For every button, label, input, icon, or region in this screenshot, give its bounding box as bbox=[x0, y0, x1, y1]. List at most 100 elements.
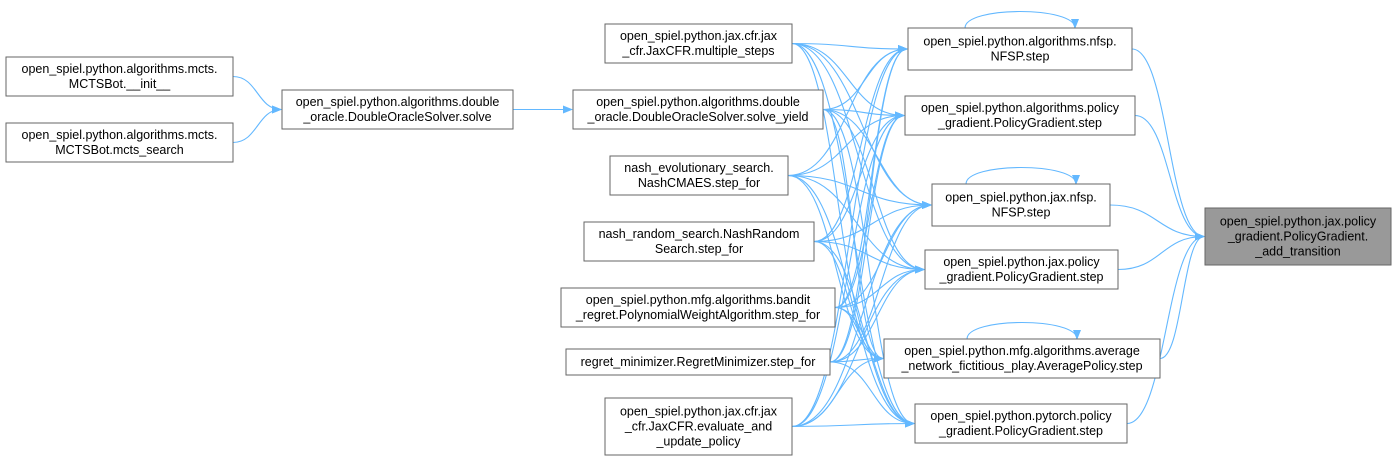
edge-bandit-to-torch_pg bbox=[834, 306, 915, 428]
node-box bbox=[931, 183, 1111, 227]
node-label-line: regret_minimizer.RegretMinimizer.step_fo… bbox=[581, 355, 816, 369]
edge-nfsp-to-nfsp bbox=[964, 11, 1079, 29]
node-box bbox=[281, 89, 514, 130]
node-label-line: open_spiel.python.algorithms.policy bbox=[921, 101, 1120, 115]
node-box bbox=[924, 249, 1119, 290]
node-box bbox=[907, 27, 1133, 71]
edge-jaxcfr_eval-to-jax_nfsp bbox=[791, 201, 932, 428]
node-label-line: open_spiel.python.mfg.algorithms.bandit bbox=[586, 293, 811, 307]
edge-jaxcfr_ms-to-pg bbox=[791, 42, 905, 120]
edge-nash_evo-to-pg bbox=[787, 111, 905, 177]
node-jaxcfr_eval[interactable]: open_spiel.python.jax.cfr.jax_cfr.JaxCFR… bbox=[604, 397, 793, 456]
node-box bbox=[565, 348, 831, 376]
node-box bbox=[560, 287, 836, 328]
node-mcts_search[interactable]: open_spiel.python.algorithms.mcts.MCTSBo… bbox=[5, 122, 234, 163]
edge-jaxcfr_eval-to-pg bbox=[791, 111, 905, 428]
edge-regret-to-pg bbox=[829, 111, 905, 363]
node-label-line: open_spiel.python.jax.policy bbox=[943, 255, 1100, 269]
edge-mcts_init-to-do_solve bbox=[232, 75, 282, 114]
edge-nash_rand-to-nfsp bbox=[813, 45, 908, 243]
edge-nash_evo-to-jax_nfsp bbox=[787, 174, 932, 209]
edge-regret-to-nfsp bbox=[829, 45, 908, 363]
node-jax_nfsp[interactable]: open_spiel.python.jax.nfsp.NFSP.step bbox=[931, 183, 1111, 227]
node-label-line: open_spiel.python.algorithms.double bbox=[596, 95, 800, 109]
edge-nash_rand-to-jax_pg bbox=[813, 240, 925, 274]
node-label-line: Search.step_for bbox=[655, 242, 743, 256]
edge-jaxcfr_ms-to-nfsp bbox=[791, 42, 908, 53]
edge-jax_nfsp-to-target bbox=[1109, 204, 1205, 241]
edge-mcts_search-to-do_solve bbox=[232, 105, 282, 144]
edge-nash_evo-to-torch_pg bbox=[787, 174, 915, 428]
node-label-line: open_spiel.python.algorithms.mcts. bbox=[22, 128, 218, 142]
node-label-line: open_spiel.python.jax.cfr.jax bbox=[620, 29, 778, 43]
node-label-line: open_spiel.python.jax.policy bbox=[1220, 215, 1377, 229]
node-label-line: open_spiel.python.jax.cfr.jax bbox=[620, 405, 778, 419]
node-bandit[interactable]: open_spiel.python.mfg.algorithms.bandit_… bbox=[560, 287, 836, 328]
edge-do_yield-to-pg bbox=[822, 108, 905, 120]
node-label-line: NashCMAES.step_for bbox=[638, 176, 760, 190]
edge-torch_pg-to-target bbox=[1126, 232, 1205, 425]
node-label-line: open_spiel.python.algorithms.nfsp. bbox=[923, 35, 1116, 49]
edge-nash_evo-to-jax_pg bbox=[787, 174, 925, 274]
node-label-line: MCTSBot.mcts_search bbox=[55, 143, 184, 157]
node-label-line: _update_policy bbox=[655, 435, 741, 449]
node-label-line: _cfr.JaxCFR.evaluate_and bbox=[624, 420, 772, 434]
node-box bbox=[604, 23, 793, 64]
edge-do_yield-to-torch_pg bbox=[822, 108, 915, 428]
edge-nash_rand-to-torch_pg bbox=[813, 240, 915, 428]
edge-mfg_avg-to-mfg_avg bbox=[966, 322, 1081, 340]
node-box bbox=[1204, 207, 1392, 266]
edge-jax_pg-to-target bbox=[1117, 232, 1205, 271]
edge-nash_rand-to-jax_nfsp bbox=[813, 201, 932, 243]
node-nash_evo[interactable]: nash_evolutionary_search.NashCMAES.step_… bbox=[609, 155, 789, 196]
node-jax_pg[interactable]: open_spiel.python.jax.policy_gradient.Po… bbox=[924, 249, 1119, 290]
node-do_solve[interactable]: open_spiel.python.algorithms.double_orac… bbox=[281, 89, 514, 130]
node-mfg_avg[interactable]: open_spiel.python.mfg.algorithms.average… bbox=[883, 338, 1161, 379]
node-label-line: open_spiel.python.pytorch.policy bbox=[930, 409, 1112, 423]
node-box bbox=[604, 397, 793, 456]
node-torch_pg[interactable]: open_spiel.python.pytorch.policy_gradien… bbox=[914, 403, 1128, 444]
edge-jaxcfr_eval-to-torch_pg bbox=[791, 419, 915, 428]
edge-nfsp-to-target bbox=[1131, 48, 1205, 241]
node-box bbox=[883, 338, 1161, 379]
edge-nash_evo-to-mfg_avg bbox=[787, 174, 884, 363]
edge-regret-to-torch_pg bbox=[829, 361, 915, 428]
node-box bbox=[5, 122, 234, 163]
edge-bandit-to-jax_pg bbox=[834, 265, 925, 309]
node-regret[interactable]: regret_minimizer.RegretMinimizer.step_fo… bbox=[565, 348, 831, 376]
node-box bbox=[583, 221, 815, 262]
node-label-line: NFSP.step bbox=[992, 206, 1051, 220]
edges-layer bbox=[232, 11, 1205, 428]
edge-jaxcfr_eval-to-nfsp bbox=[791, 45, 908, 428]
edge-regret-to-jax_pg bbox=[829, 265, 925, 363]
node-box bbox=[914, 403, 1128, 444]
node-label-line: _gradient.PolicyGradient.step bbox=[938, 424, 1103, 438]
node-label-line: open_spiel.python.mfg.algorithms.average bbox=[904, 344, 1140, 358]
node-target[interactable]: open_spiel.python.jax.policy_gradient.Po… bbox=[1204, 207, 1392, 266]
node-box bbox=[904, 95, 1136, 136]
node-jaxcfr_ms[interactable]: open_spiel.python.jax.cfr.jax_cfr.JaxCFR… bbox=[604, 23, 793, 64]
node-do_yield[interactable]: open_spiel.python.algorithms.double_orac… bbox=[572, 89, 824, 130]
node-label-line: open_spiel.python.algorithms.mcts. bbox=[22, 62, 218, 76]
nodes-layer: open_spiel.python.algorithms.mcts.MCTSBo… bbox=[5, 23, 1392, 456]
node-label-line: nash_random_search.NashRandom bbox=[599, 227, 800, 241]
node-nfsp[interactable]: open_spiel.python.algorithms.nfsp.NFSP.s… bbox=[907, 27, 1133, 71]
node-label-line: _network_fictitious_play.AveragePolicy.s… bbox=[900, 359, 1142, 373]
node-label-line: _cfr.JaxCFR.multiple_steps bbox=[621, 44, 774, 58]
node-label-line: nash_evolutionary_search. bbox=[624, 161, 773, 175]
node-label-line: _oracle.DoubleOracleSolver.solve bbox=[302, 110, 491, 124]
node-label-line: NFSP.step bbox=[991, 50, 1050, 64]
node-label-line: _regret.PolynomialWeightAlgorithm.step_f… bbox=[575, 308, 820, 322]
node-box bbox=[572, 89, 824, 130]
edge-regret-to-jax_nfsp bbox=[829, 201, 932, 363]
edge-pg-to-target bbox=[1134, 114, 1205, 241]
node-label-line: _gradient.PolicyGradient.step bbox=[937, 116, 1102, 130]
node-box bbox=[5, 56, 234, 97]
edge-mfg_avg-to-target bbox=[1159, 232, 1205, 360]
node-pg[interactable]: open_spiel.python.algorithms.policy_grad… bbox=[904, 95, 1136, 136]
node-mcts_init[interactable]: open_spiel.python.algorithms.mcts.MCTSBo… bbox=[5, 56, 234, 97]
node-nash_rand[interactable]: nash_random_search.NashRandomSearch.step… bbox=[583, 221, 815, 262]
edge-jaxcfr_eval-to-mfg_avg bbox=[791, 354, 884, 428]
node-label-line: _add_transition bbox=[1254, 245, 1341, 259]
